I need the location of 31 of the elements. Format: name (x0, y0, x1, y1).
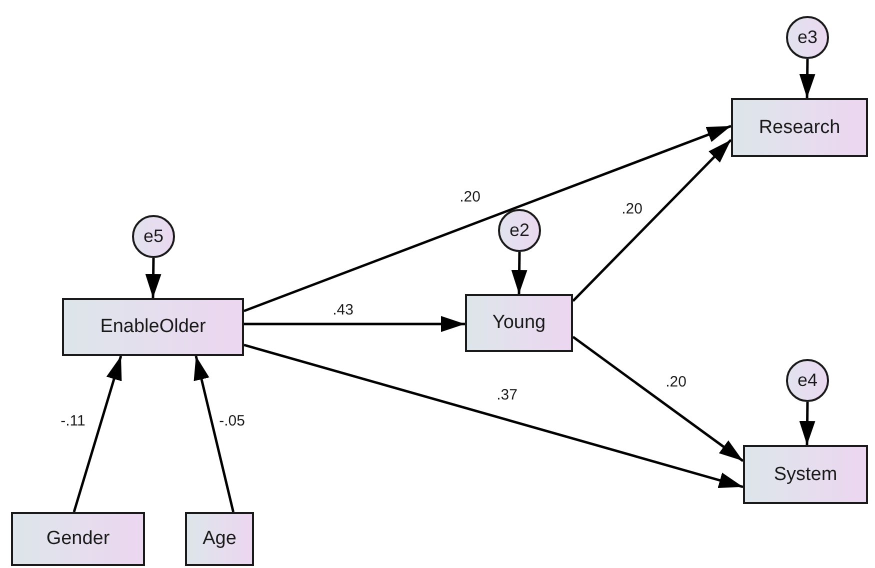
node-label: Young (492, 312, 546, 334)
node-label: e4 (797, 370, 818, 391)
node-label: System (774, 464, 838, 486)
arrow (194, 356, 235, 512)
node-label: EnableOlder (100, 316, 206, 338)
error-term-circle (786, 359, 829, 402)
arrow (572, 139, 732, 302)
arrow (244, 316, 465, 332)
variable-box (731, 98, 868, 157)
variable-box (62, 298, 244, 356)
variable-box (743, 445, 868, 504)
arrow (145, 258, 162, 298)
node-label: Age (202, 528, 236, 550)
arrow (244, 344, 744, 488)
error-term-circle (786, 16, 829, 59)
error-term-circle (498, 209, 541, 252)
error-term-circle (132, 215, 175, 258)
arrow (511, 252, 528, 294)
node-label: e3 (797, 27, 818, 48)
node-label: Gender (46, 528, 110, 550)
node-label: Research (758, 116, 840, 138)
node-label: e2 (509, 220, 530, 241)
node-label: e5 (143, 226, 164, 247)
variable-box (465, 294, 573, 352)
arrow (572, 336, 744, 462)
variable-box (185, 512, 254, 566)
arrow (72, 356, 122, 512)
arrow (244, 124, 732, 312)
arrow (799, 402, 816, 446)
arrow (799, 58, 816, 98)
variable-box (11, 512, 145, 566)
